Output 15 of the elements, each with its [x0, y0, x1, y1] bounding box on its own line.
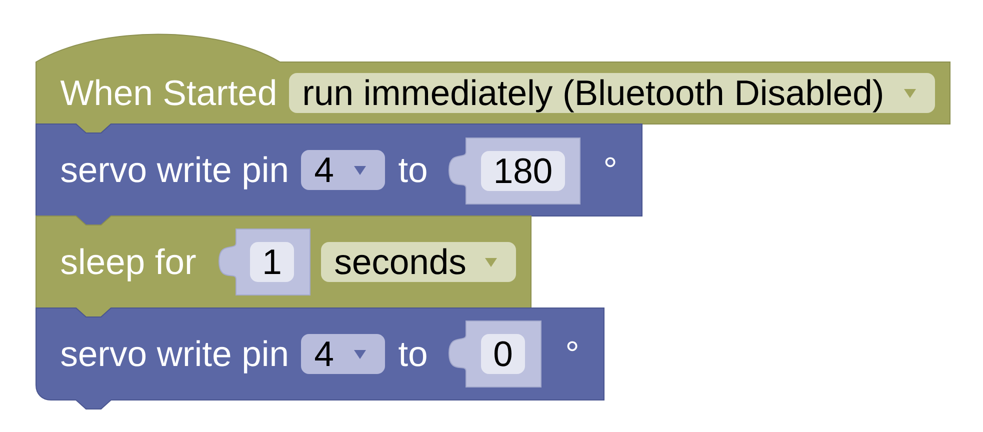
unit-label: °	[605, 157, 616, 168]
number-field: 0	[481, 334, 525, 374]
dropdown-field: 4	[301, 150, 385, 190]
block-label: sleep for	[61, 248, 196, 282]
block-label: to	[398, 343, 426, 366]
number-field: 180	[481, 151, 565, 191]
dropdown-field: 4	[301, 334, 385, 374]
dropdown-field: run immediately (Bluetooth Disabled)	[289, 73, 935, 113]
block-label: to	[398, 159, 426, 182]
block-label: servo write pin	[61, 340, 287, 374]
number-field: 1	[250, 242, 294, 282]
block-label: When Started	[60, 79, 275, 106]
dropdown-field: seconds	[321, 242, 516, 282]
unit-label: °	[567, 341, 578, 352]
block-label: servo write pin	[61, 156, 287, 190]
